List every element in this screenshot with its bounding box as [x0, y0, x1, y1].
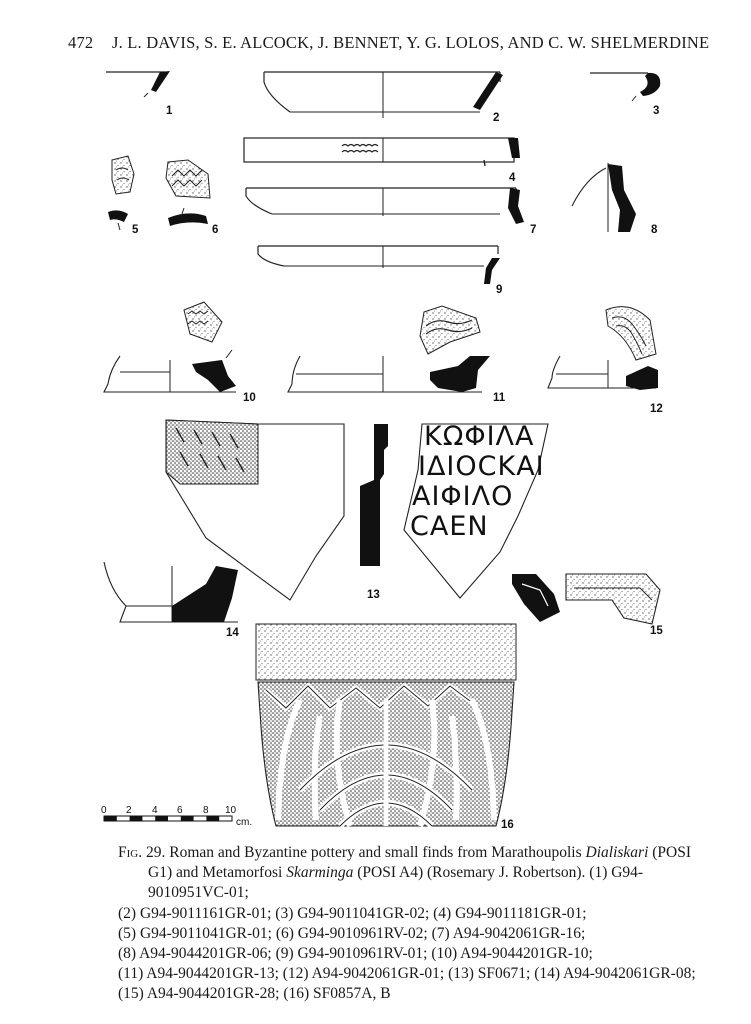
caption-text-3: (POSI A4) (Rosemary J. Robertson). (1) G…: [148, 864, 644, 902]
caption-line: (2) G94-9011161GR-01; (3) G94-9011041GR-…: [118, 904, 587, 922]
sherd-10-profile: [103, 301, 236, 393]
label-3: 3: [653, 105, 659, 117]
caption-text-2: (POSI G1) and Metamorfosi: [148, 844, 692, 882]
scale-tick-10: 10: [225, 805, 237, 816]
inscribed-fragment-13: ΚΩΦΙΛΑ ΙΔΙΟCΚΑΙ ΑΙΦΙΛΟ CΑΕΝ: [165, 419, 549, 601]
sherd-11-profile: [287, 305, 490, 393]
scale-tick-6: 6: [177, 805, 183, 816]
label-13: 13: [367, 589, 380, 601]
inscription-line-2: ΙΔΙΟCΚΑΙ: [418, 451, 545, 482]
inscription-line-3: ΑΙΦΙΛΟ: [412, 481, 513, 512]
sherd-15-profile: [512, 573, 661, 625]
scale-unit: cm.: [236, 817, 252, 828]
sherd-12-profile: [547, 306, 658, 390]
caption-site-2: Skarminga: [286, 864, 354, 882]
sherd-1-profile: [106, 71, 170, 98]
sherd-14-profile: [103, 561, 238, 623]
scale-tick-0: 0: [101, 805, 107, 816]
page-number: 472: [68, 33, 94, 52]
sherd-3-profile: [590, 72, 661, 102]
running-header: 472 J. L. DAVIS, S. E. ALCOCK, J. BENNET,…: [68, 33, 709, 53]
scale-tick-8: 8: [203, 805, 209, 816]
label-12: 12: [650, 403, 663, 415]
caption-line: (8) A94-9044201GR-06; (9) G94-9010961RV-…: [118, 945, 593, 963]
figure-number: Fig. 29.: [118, 844, 166, 861]
label-11: 11: [493, 392, 506, 404]
sherd-2-profile: [263, 71, 503, 118]
capital-16-drawing: [255, 623, 517, 829]
label-9: 9: [496, 284, 502, 296]
label-5: 5: [132, 224, 139, 236]
label-10: 10: [243, 392, 256, 404]
sherd-5-drawing: [108, 155, 135, 231]
label-6: 6: [212, 224, 218, 236]
caption-line: (11) A94-9044201GR-13; (12) A94-9042061G…: [118, 965, 696, 983]
author-list: J. L. DAVIS, S. E. ALCOCK, J. BENNET, Y.…: [112, 33, 710, 52]
sherd-6-drawing: [165, 159, 211, 226]
inscription-line-4: CΑΕΝ: [410, 511, 489, 542]
caption-title: Fig. 29. Roman and Byzantine pottery and…: [118, 843, 718, 904]
label-8: 8: [651, 224, 658, 236]
pottery-plate-figure: 1 2 3 4: [101, 71, 663, 831]
sherd-4-profile: [243, 137, 520, 167]
label-7: 7: [530, 224, 536, 236]
caption-line: (15) A94-9044201GR-28; (16) SF0857A, B: [118, 985, 391, 1003]
scale-bar: 0 2 4 6 8 10 cm.: [101, 805, 252, 828]
caption-text-1: Roman and Byzantine pottery and small fi…: [165, 844, 586, 861]
label-14: 14: [226, 627, 239, 639]
label-16: 16: [501, 819, 514, 831]
sherd-8-profile: [571, 163, 636, 232]
caption-site-1: Dialiskari: [585, 844, 649, 861]
label-15: 15: [650, 625, 663, 637]
inscription-line-1: ΚΩΦΙΛΑ: [424, 421, 535, 452]
label-2: 2: [493, 112, 499, 124]
caption-line: (5) G94-9011041GR-01; (6) G94-9010961RV-…: [118, 924, 586, 942]
figure-caption: Fig. 29. Roman and Byzantine pottery and…: [118, 843, 718, 1005]
sherd-9-profile: [257, 245, 500, 284]
scale-tick-2: 2: [126, 805, 132, 816]
label-1: 1: [166, 105, 173, 117]
label-4: 4: [509, 172, 516, 184]
scale-tick-4: 4: [152, 805, 158, 816]
sherd-7-profile: [245, 187, 524, 224]
